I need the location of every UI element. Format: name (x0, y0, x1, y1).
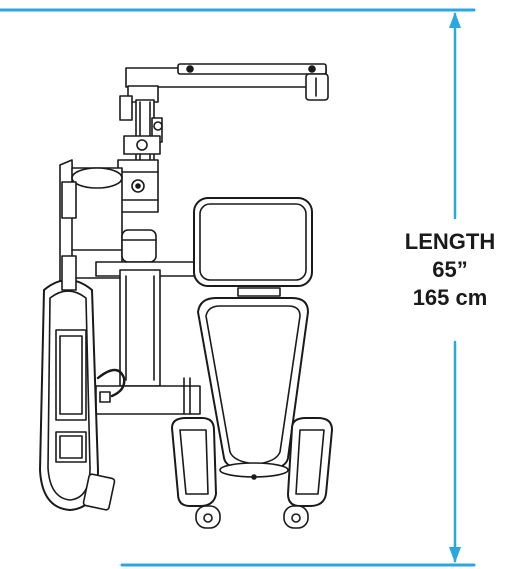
seat-pad (197, 297, 309, 480)
length-inches-value: 65” (432, 257, 468, 282)
left-foot-pedal (171, 417, 221, 529)
length-cm-value: 165 cm (412, 285, 488, 310)
backrest (193, 197, 313, 297)
arrowhead-down-icon (449, 547, 461, 563)
dimension-lines (0, 8, 476, 567)
right-foot-pedal (283, 417, 333, 529)
handlebar-assembly (117, 63, 329, 213)
main-frame (95, 261, 201, 415)
console (39, 255, 126, 511)
flywheel-housing (59, 159, 157, 285)
arrowhead-up-icon (449, 12, 461, 28)
length-label: LENGTH (404, 229, 496, 254)
